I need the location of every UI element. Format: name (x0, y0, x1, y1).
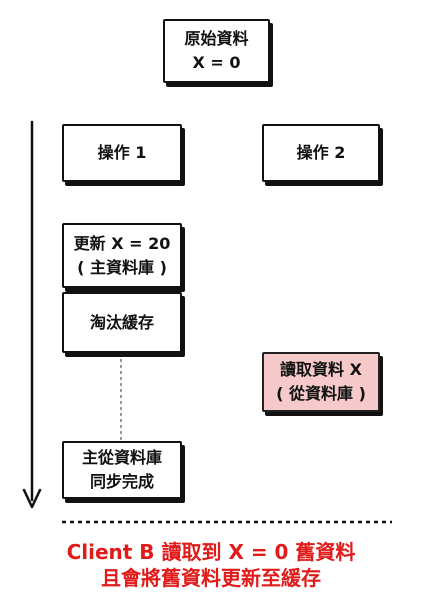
evict-cache-box: 淘汰緩存 (62, 292, 182, 353)
update-master-box: 更新 X = 20 ( 主資料庫 ) (62, 223, 182, 288)
operation-1-label: 操作 1 (97, 143, 147, 162)
operation-2-label: 操作 2 (296, 143, 346, 162)
read-replica-line1: 讀取資料 X (280, 360, 362, 379)
read-replica-line2: ( 從資料庫 ) (276, 384, 366, 403)
replication-sync-line2: 同步完成 (89, 472, 154, 491)
caption-line-1: Client B 讀取到 X = 0 舊資料 (66, 540, 356, 564)
operation-2-box: 操作 2 (262, 124, 380, 182)
update-master-line2: ( 主資料庫 ) (77, 257, 167, 277)
replication-sync-box: 主從資料庫 同步完成 (62, 441, 182, 499)
original-data-box: 原始資料 X = 0 (163, 19, 270, 83)
replication-sync-line1: 主從資料庫 (81, 448, 162, 467)
timeline-arrow-head (22, 488, 42, 509)
update-master-line1: 更新 X = 20 (73, 233, 171, 253)
read-replica-box: 讀取資料 X ( 從資料庫 ) (262, 352, 380, 412)
caption-line-2: 且會將舊資料更新至緩存 (101, 566, 321, 590)
operation-1-box: 操作 1 (62, 124, 182, 182)
original-data-value: X = 0 (192, 53, 241, 72)
original-data-label: 原始資料 (184, 29, 249, 48)
evict-cache-label: 淘汰緩存 (89, 312, 154, 332)
